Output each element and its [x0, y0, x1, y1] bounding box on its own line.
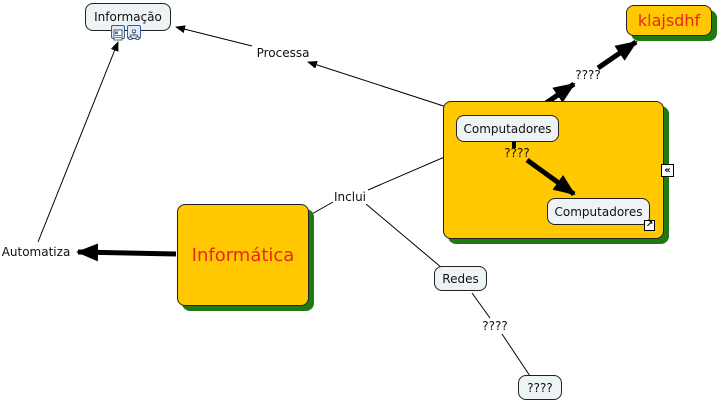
concept-informacao-label: Informação — [94, 10, 162, 24]
concept-unknown-label: ???? — [527, 380, 553, 395]
link-redes-phrase — [471, 292, 491, 319]
phrase-processa[interactable]: Processa — [255, 46, 311, 60]
concept-klajsdhf[interactable]: klajsdhf — [626, 5, 712, 36]
phrase-q-klajsdhf[interactable]: ???? — [575, 68, 601, 82]
link-automatiza-informacao — [37, 41, 119, 243]
phrase-automatiza[interactable]: Automatiza — [0, 245, 72, 259]
concept-klajsdhf-label: klajsdhf — [637, 11, 701, 30]
phrase-q-computadores[interactable]: ???? — [504, 146, 530, 160]
concept-informatica-label: Informática — [191, 244, 295, 266]
shortcut-arrow-icon[interactable]: ↗ — [644, 220, 655, 231]
link-q1-klajsdhf — [596, 39, 638, 71]
link-phrase-unknown — [501, 333, 531, 377]
double-chevron-left-icon[interactable]: « — [661, 164, 674, 177]
concept-computadores-bottom[interactable]: Computadores — [547, 198, 650, 225]
concept-computadores-top-label: Computadores — [463, 121, 552, 136]
link-informatica-inclui — [309, 201, 334, 216]
link-inclui-redes — [365, 203, 443, 269]
concept-computadores-bottom-label: Computadores — [554, 204, 643, 219]
link-computadores-processa — [307, 60, 463, 113]
concept-redes-label: Redes — [442, 271, 479, 286]
phrase-q-redes[interactable]: ???? — [481, 319, 509, 333]
concept-redes[interactable]: Redes — [434, 266, 487, 291]
link-processa-informacao — [175, 25, 253, 47]
concept-unknown[interactable]: ???? — [518, 375, 562, 400]
phrase-inclui[interactable]: Inclui — [332, 190, 368, 204]
link-informatica-automatiza — [76, 243, 177, 262]
concept-informatica[interactable]: Informática — [177, 204, 309, 306]
link-q2-computadores — [525, 157, 576, 197]
concept-computadores-top[interactable]: Computadores — [456, 115, 559, 142]
concept-map-icon[interactable] — [127, 25, 141, 40]
document-icon[interactable] — [111, 25, 125, 41]
